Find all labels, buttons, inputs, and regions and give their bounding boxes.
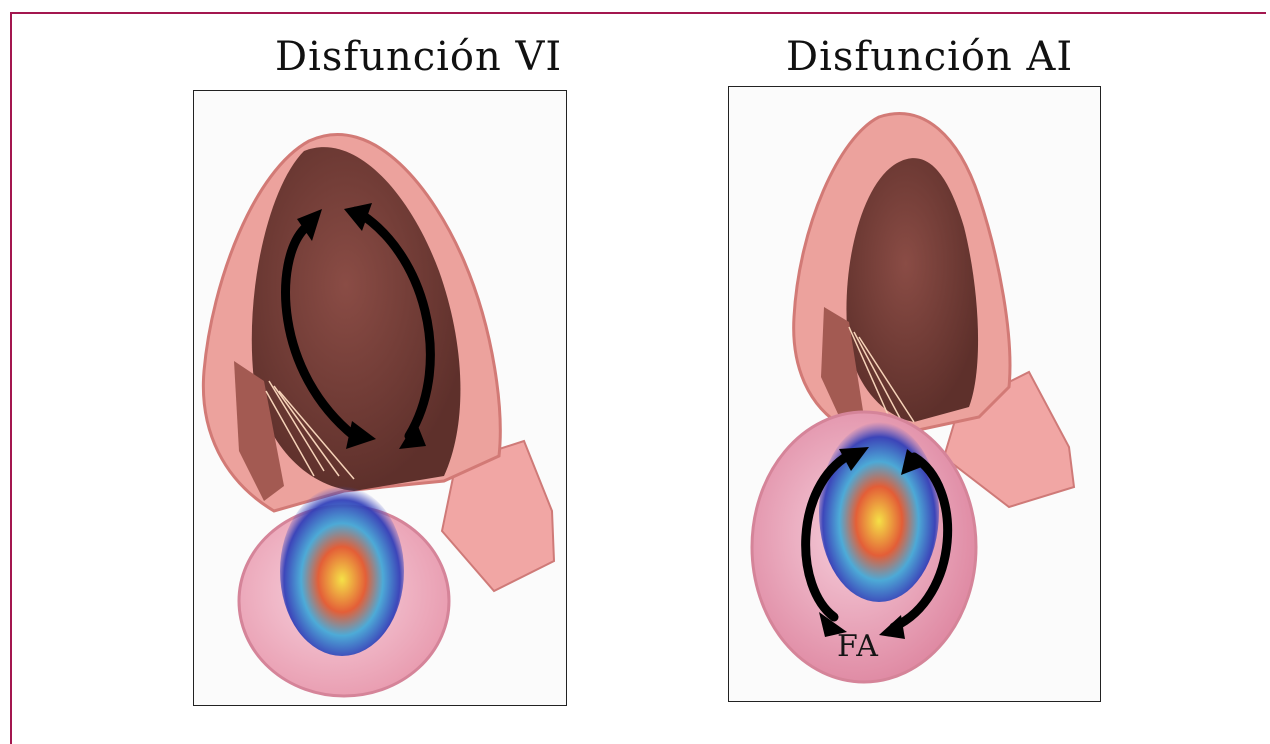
- lv-heart-illustration: [194, 91, 568, 707]
- regurgitant-jet: [280, 486, 404, 656]
- panel-title-la: Disfunción AI: [786, 34, 1073, 80]
- la-heart-illustration: [729, 87, 1102, 703]
- fa-label: FA: [837, 629, 879, 664]
- panel-la-dysfunction: FA: [728, 86, 1101, 702]
- panel-title-lv: Disfunción VI: [275, 34, 562, 80]
- panel-lv-dysfunction: [193, 90, 567, 706]
- regurgitant-jet: [819, 422, 939, 602]
